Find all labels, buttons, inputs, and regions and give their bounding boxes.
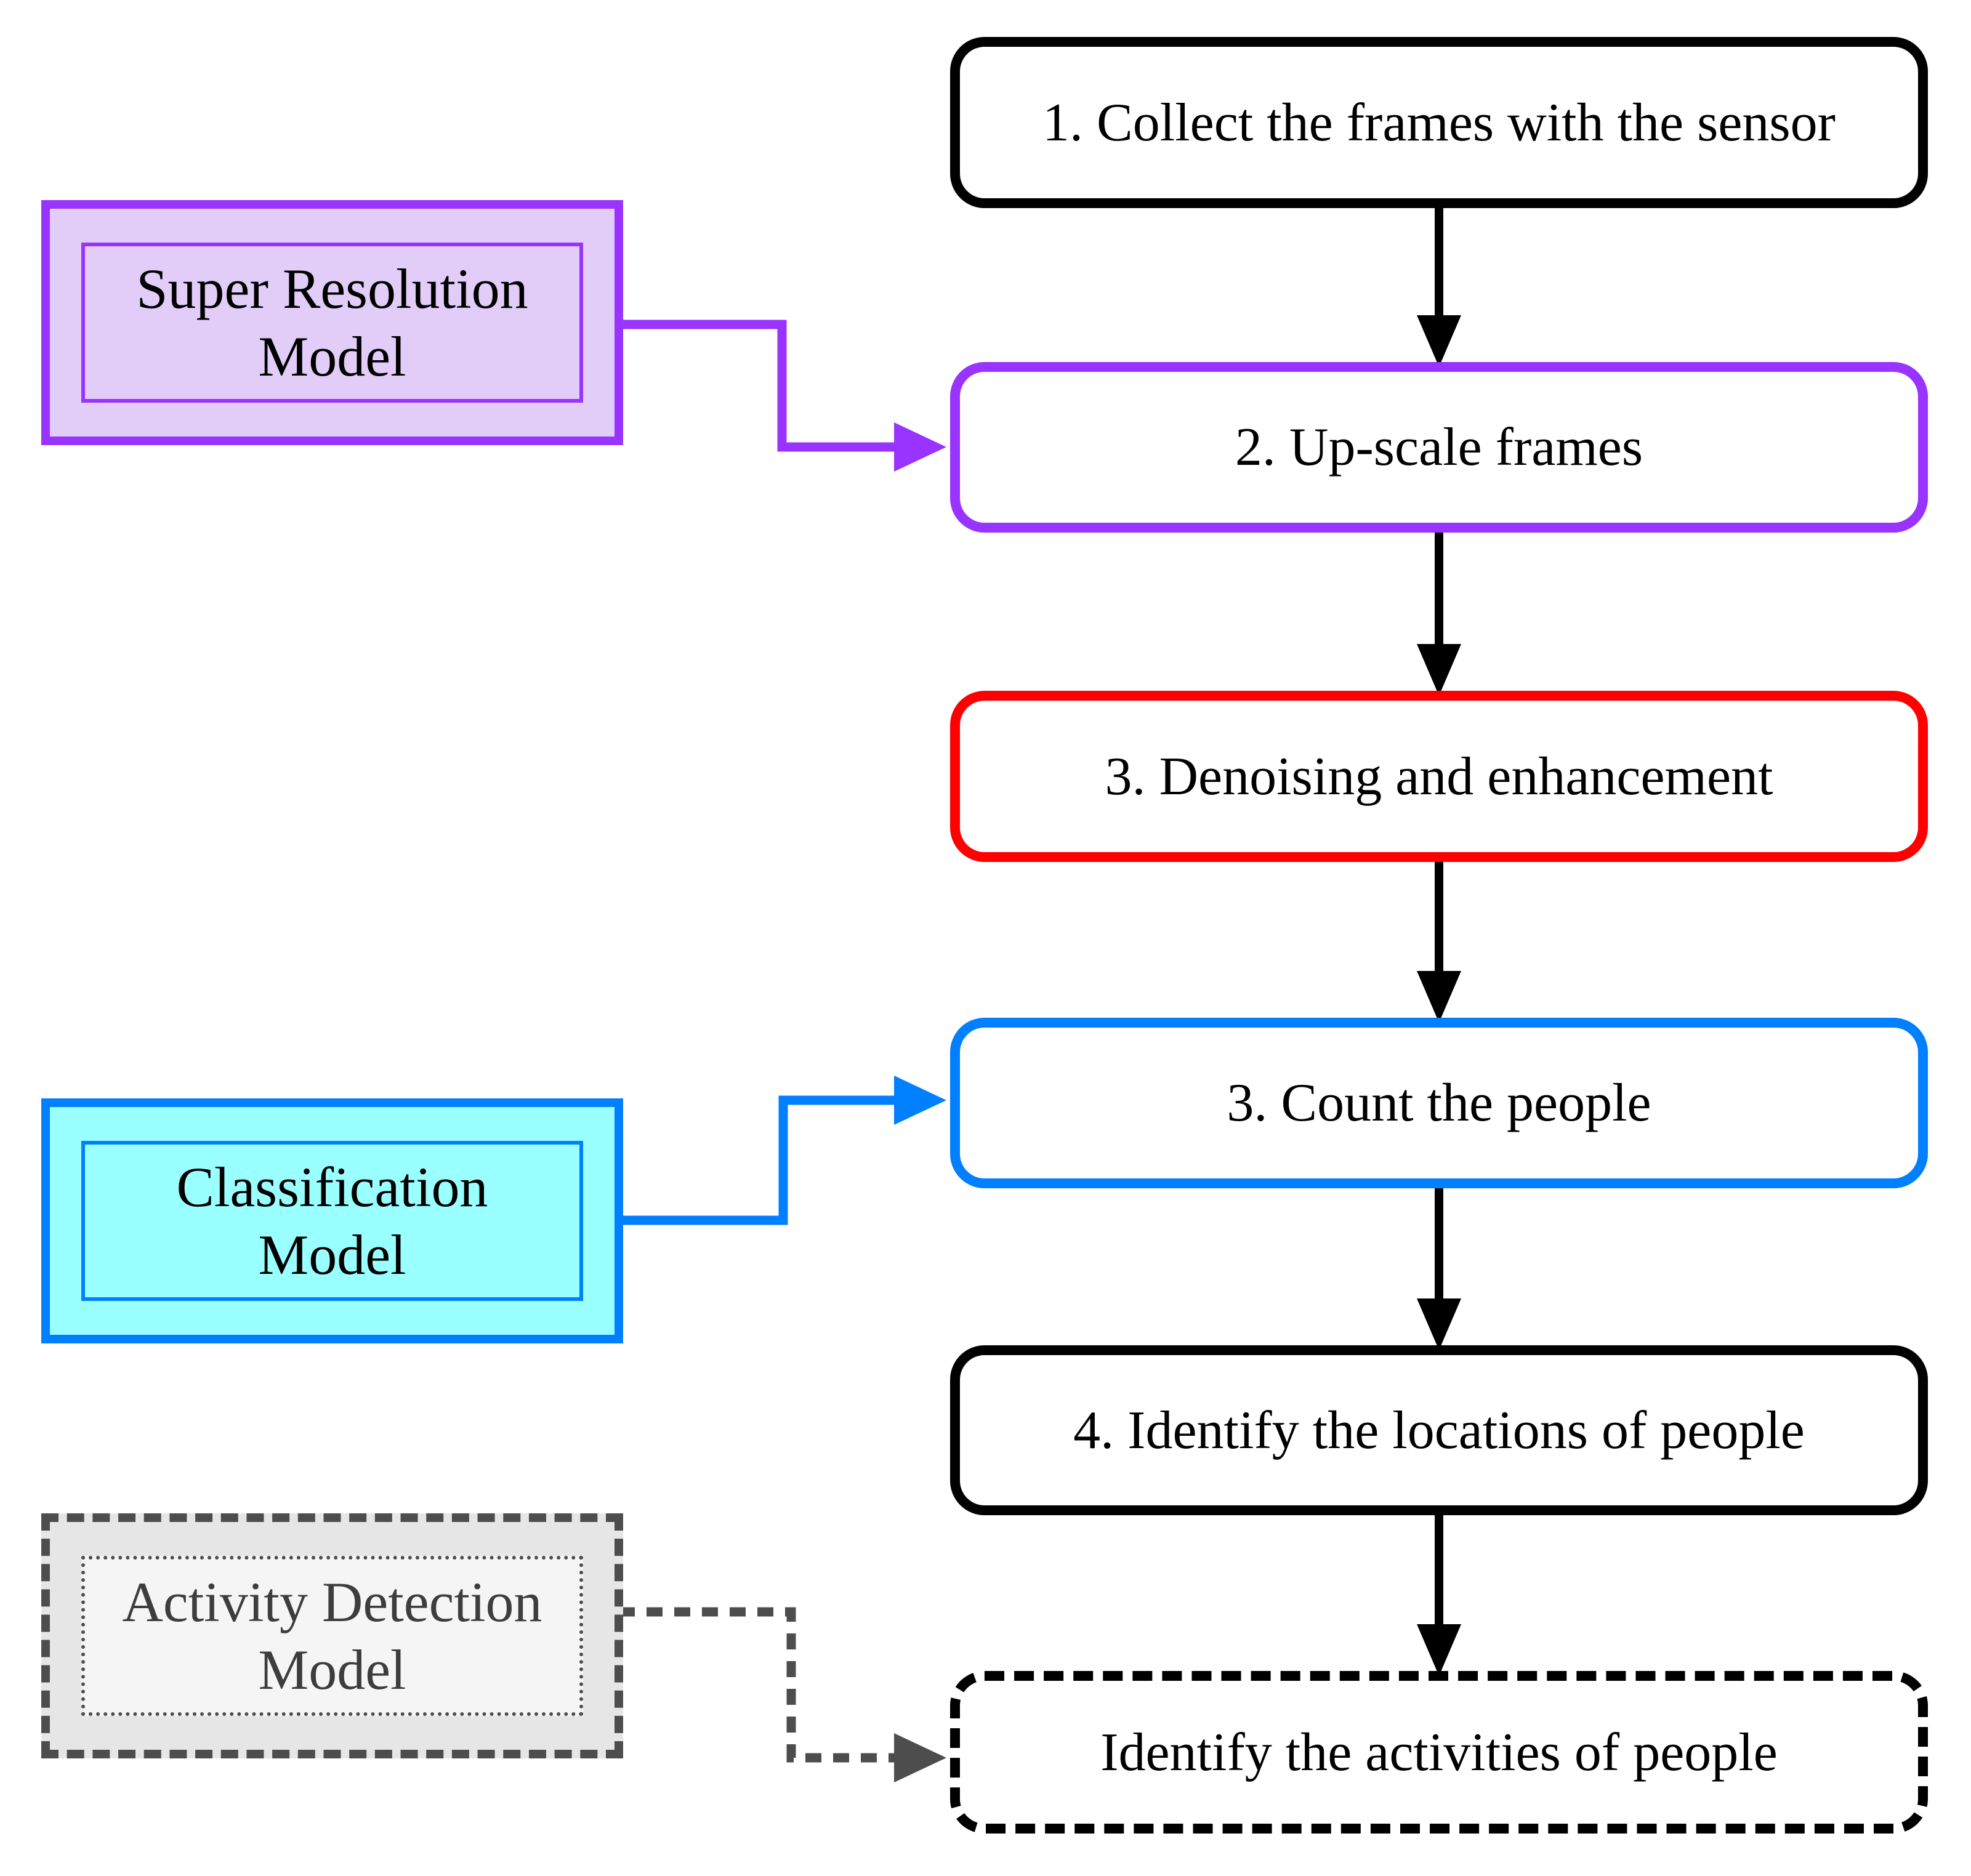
model-box-activity-detection: Activity Detection Model: [41, 1513, 623, 1758]
model-label: Super Resolution Model: [136, 257, 528, 388]
arrowhead-right-icon: [894, 1076, 946, 1125]
model-label: Activity Detection Model: [122, 1570, 542, 1701]
flow-step-label: 2. Up-scale frames: [1235, 417, 1643, 477]
flow-arrow-collect-to-upscale: [1417, 208, 1461, 367]
model-label: Classification Model: [176, 1155, 488, 1286]
flow-arrow-upscale-to-denoise: [1417, 533, 1461, 696]
connector-classification-to-count: [619, 1076, 946, 1225]
flow-step-collect-frames: 1. Collect the frames with the sensor: [950, 37, 1928, 208]
arrowhead-down-icon: [1417, 315, 1461, 367]
flow-step-label: 3. Denoising and enhancement: [1105, 746, 1773, 807]
flow-step-label: 1. Collect the frames with the sensor: [1042, 92, 1836, 153]
flow-step-label: 3. Count the people: [1227, 1073, 1651, 1133]
model-inner-frame: Activity Detection Model: [81, 1556, 583, 1716]
model-box-classification: Classification Model: [41, 1098, 623, 1343]
flow-step-identify-activities: Identify the activities of people: [950, 1671, 1928, 1834]
arrowhead-down-icon: [1417, 644, 1461, 696]
flow-step-denoising-enhancement: 3. Denoising and enhancement: [950, 691, 1928, 862]
flow-step-count-people: 3. Count the people: [950, 1018, 1928, 1188]
flow-step-identify-locations: 4. Identify the locations of people: [950, 1345, 1928, 1515]
connector-super-resolution-to-upscale: [619, 320, 946, 472]
model-inner-frame: Super Resolution Model: [81, 243, 583, 403]
flow-arrow-locations-to-activities: [1417, 1515, 1461, 1676]
flow-step-upscale-frames: 2. Up-scale frames: [950, 362, 1928, 533]
arrowhead-right-icon: [894, 422, 946, 472]
flow-step-label: 4. Identify the locations of people: [1073, 1400, 1805, 1460]
flow-arrow-denoise-to-count: [1417, 862, 1461, 1023]
arrowhead-right-icon: [894, 1733, 946, 1782]
arrowhead-down-icon: [1417, 1298, 1461, 1350]
connector-activity-detection-to-activities: [619, 1607, 946, 1782]
model-inner-frame: Classification Model: [81, 1141, 583, 1301]
arrowhead-down-icon: [1417, 1624, 1461, 1676]
flow-arrow-count-to-locations: [1417, 1188, 1461, 1350]
model-box-super-resolution: Super Resolution Model: [41, 200, 623, 445]
flow-step-label: Identify the activities of people: [1100, 1722, 1778, 1782]
arrowhead-down-icon: [1417, 971, 1461, 1023]
